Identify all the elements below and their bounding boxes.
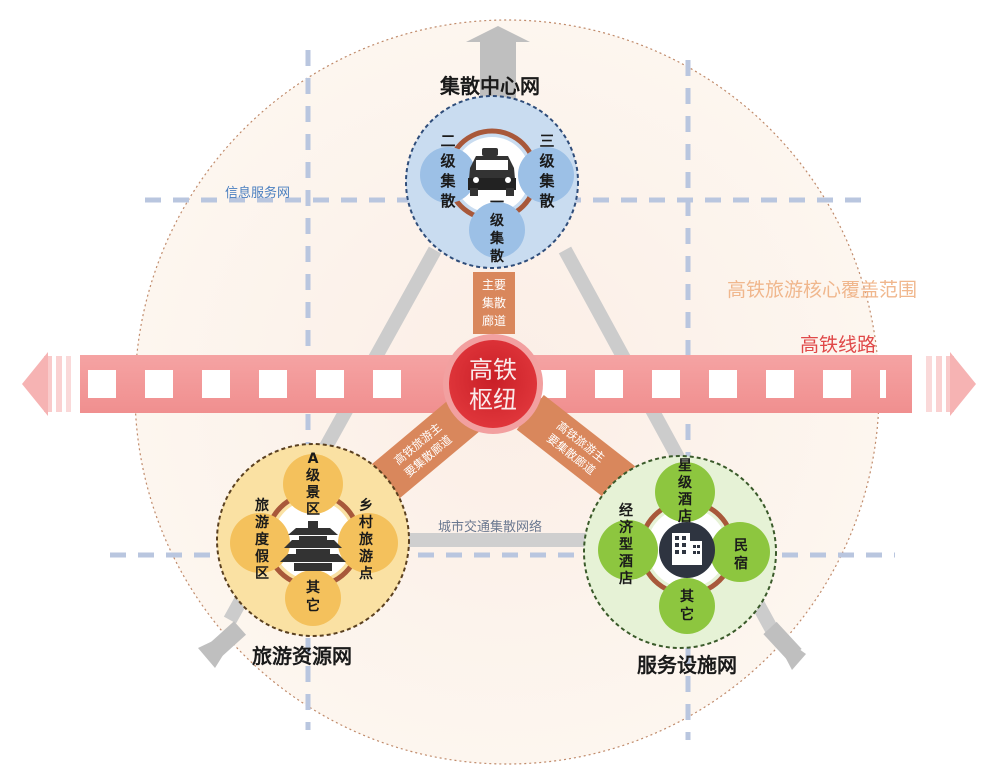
coverage-label: 高铁旅游核心覆盖范围 bbox=[727, 279, 917, 301]
node-label-char: 级 bbox=[440, 152, 456, 170]
title-bottom-right: 服务设施网 bbox=[637, 653, 737, 677]
node-label-char: 一 bbox=[490, 195, 504, 211]
node-label-char: 游 bbox=[359, 548, 373, 565]
node-label-char: 店 bbox=[619, 570, 633, 587]
node-label-char: 散 bbox=[490, 248, 505, 265]
node-label-char: 点 bbox=[359, 565, 373, 582]
node-label-char: 旅 bbox=[359, 531, 373, 548]
node-label-char: 宿 bbox=[734, 555, 748, 572]
node-label-char: 店 bbox=[678, 508, 692, 525]
left-node-label-bottom: 其它 bbox=[306, 580, 320, 614]
city-network-label: 城市交通集散网络 bbox=[438, 519, 542, 535]
node-label-char: 三 bbox=[539, 132, 554, 150]
corridor-top-line3: 廊道 bbox=[482, 313, 506, 328]
rail-tie bbox=[709, 370, 737, 398]
node-label-char: 级 bbox=[490, 212, 505, 229]
rail-tie bbox=[766, 370, 794, 398]
rail-tie bbox=[145, 370, 173, 398]
title-bottom-left: 旅游资源网 bbox=[252, 644, 352, 668]
node-label-char: 其 bbox=[306, 580, 320, 596]
hub-label-line2: 枢纽 bbox=[469, 386, 517, 414]
node-label-char: 村 bbox=[359, 514, 373, 531]
node-label-char: 游 bbox=[255, 514, 269, 531]
node-label-char: 型 bbox=[619, 536, 633, 553]
node-label-char: 级 bbox=[306, 467, 321, 484]
pagoda-icon bbox=[280, 521, 346, 571]
node-label-char: 散 bbox=[440, 192, 456, 210]
node-label-char: 民 bbox=[734, 538, 748, 554]
building-icon bbox=[659, 522, 715, 578]
rail-tie bbox=[595, 370, 623, 398]
node-label-char: 集 bbox=[538, 172, 555, 190]
node-label-char: 集 bbox=[439, 172, 456, 190]
node-label-char: 集 bbox=[489, 230, 505, 247]
node-label-char: 星 bbox=[678, 458, 692, 474]
node-label-char: 区 bbox=[255, 566, 269, 582]
node-label-char: 酒 bbox=[678, 492, 692, 508]
node-label-char: 经 bbox=[619, 502, 633, 519]
taxi-icon bbox=[468, 148, 516, 196]
corridor-top: 主要 集散 廊道 bbox=[473, 272, 515, 334]
title-top: 集散中心网 bbox=[439, 74, 540, 98]
node-label-char: 级 bbox=[678, 474, 693, 491]
rail-tie bbox=[652, 370, 680, 398]
rail-tie bbox=[259, 370, 287, 398]
rail-tie bbox=[823, 370, 851, 398]
node-label-char: 它 bbox=[306, 597, 320, 614]
node-label-char: 旅 bbox=[255, 497, 269, 514]
rail-tie bbox=[373, 370, 401, 398]
city-network-connector bbox=[400, 533, 600, 547]
node-label-char: 级 bbox=[539, 152, 555, 170]
node-label-char: 景 bbox=[306, 485, 320, 501]
node-label-char: 度 bbox=[255, 531, 270, 548]
hub-label-line1: 高铁 bbox=[469, 356, 517, 384]
node-label-char: 乡 bbox=[359, 498, 373, 514]
rail-label: 高铁线路 bbox=[800, 334, 876, 356]
corridor-top-line1: 主要 bbox=[482, 278, 506, 292]
node-label-char: 酒 bbox=[619, 554, 633, 570]
right-node-label-right: 民宿 bbox=[734, 538, 748, 572]
hub-node: 高铁 枢纽 bbox=[443, 334, 543, 434]
node-label-char: 区 bbox=[306, 502, 320, 518]
node-label-char: 散 bbox=[539, 192, 555, 210]
node-label-char: 济 bbox=[619, 519, 634, 536]
node-label-char: 二 bbox=[440, 132, 455, 150]
node-label-char: A bbox=[308, 451, 319, 467]
node-label-char: 假 bbox=[255, 548, 270, 565]
info-service-label: 信息服务网 bbox=[225, 185, 290, 201]
node-label-char: 其 bbox=[680, 589, 694, 605]
rail-tie bbox=[316, 370, 344, 398]
node-label-char: 它 bbox=[680, 606, 694, 623]
rail-tie bbox=[88, 370, 116, 398]
corridor-top-line2: 集散 bbox=[482, 295, 506, 310]
rail-tie bbox=[202, 370, 230, 398]
rail-tie bbox=[880, 370, 886, 398]
right-node-label-bottom: 其它 bbox=[680, 589, 694, 623]
